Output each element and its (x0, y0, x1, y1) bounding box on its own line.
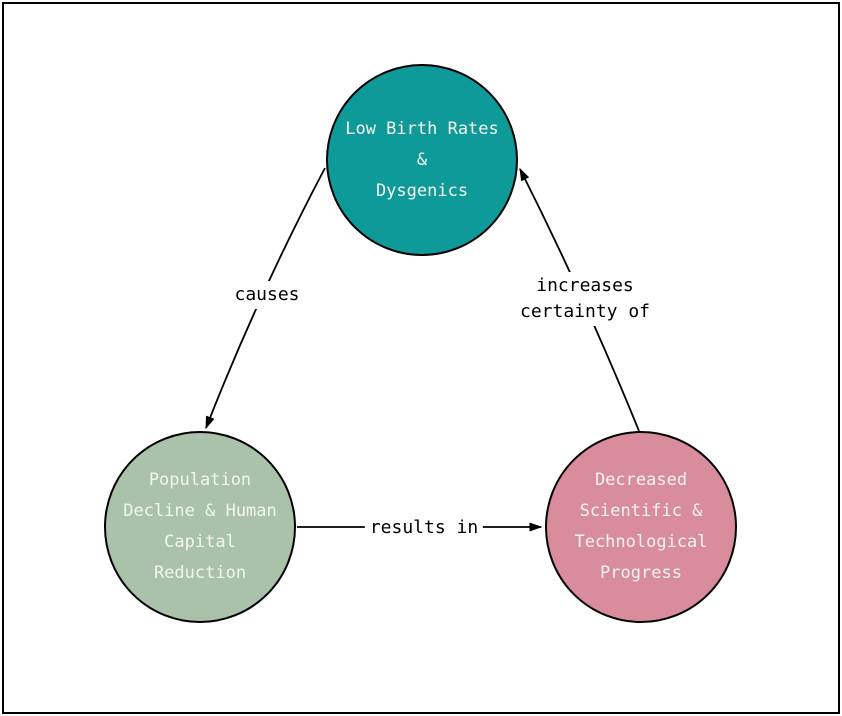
edge-label-increases-certainty-of: increases certainty of (514, 272, 656, 326)
node-population-decline-label: Population Decline & Human Capital Reduc… (123, 470, 277, 583)
node-decreased-progress-label: Decreased Scientific & Technological Pro… (574, 470, 708, 583)
edge-label-causes: causes (229, 281, 305, 309)
edge-label-results-in: results in (364, 514, 484, 542)
node-low-birth-rates: Low Birth Rates & Dysgenics (326, 64, 518, 256)
node-decreased-progress: Decreased Scientific & Technological Pro… (545, 431, 737, 623)
node-population-decline: Population Decline & Human Capital Reduc… (104, 431, 296, 623)
node-low-birth-rates-label: Low Birth Rates & Dysgenics (345, 118, 499, 201)
